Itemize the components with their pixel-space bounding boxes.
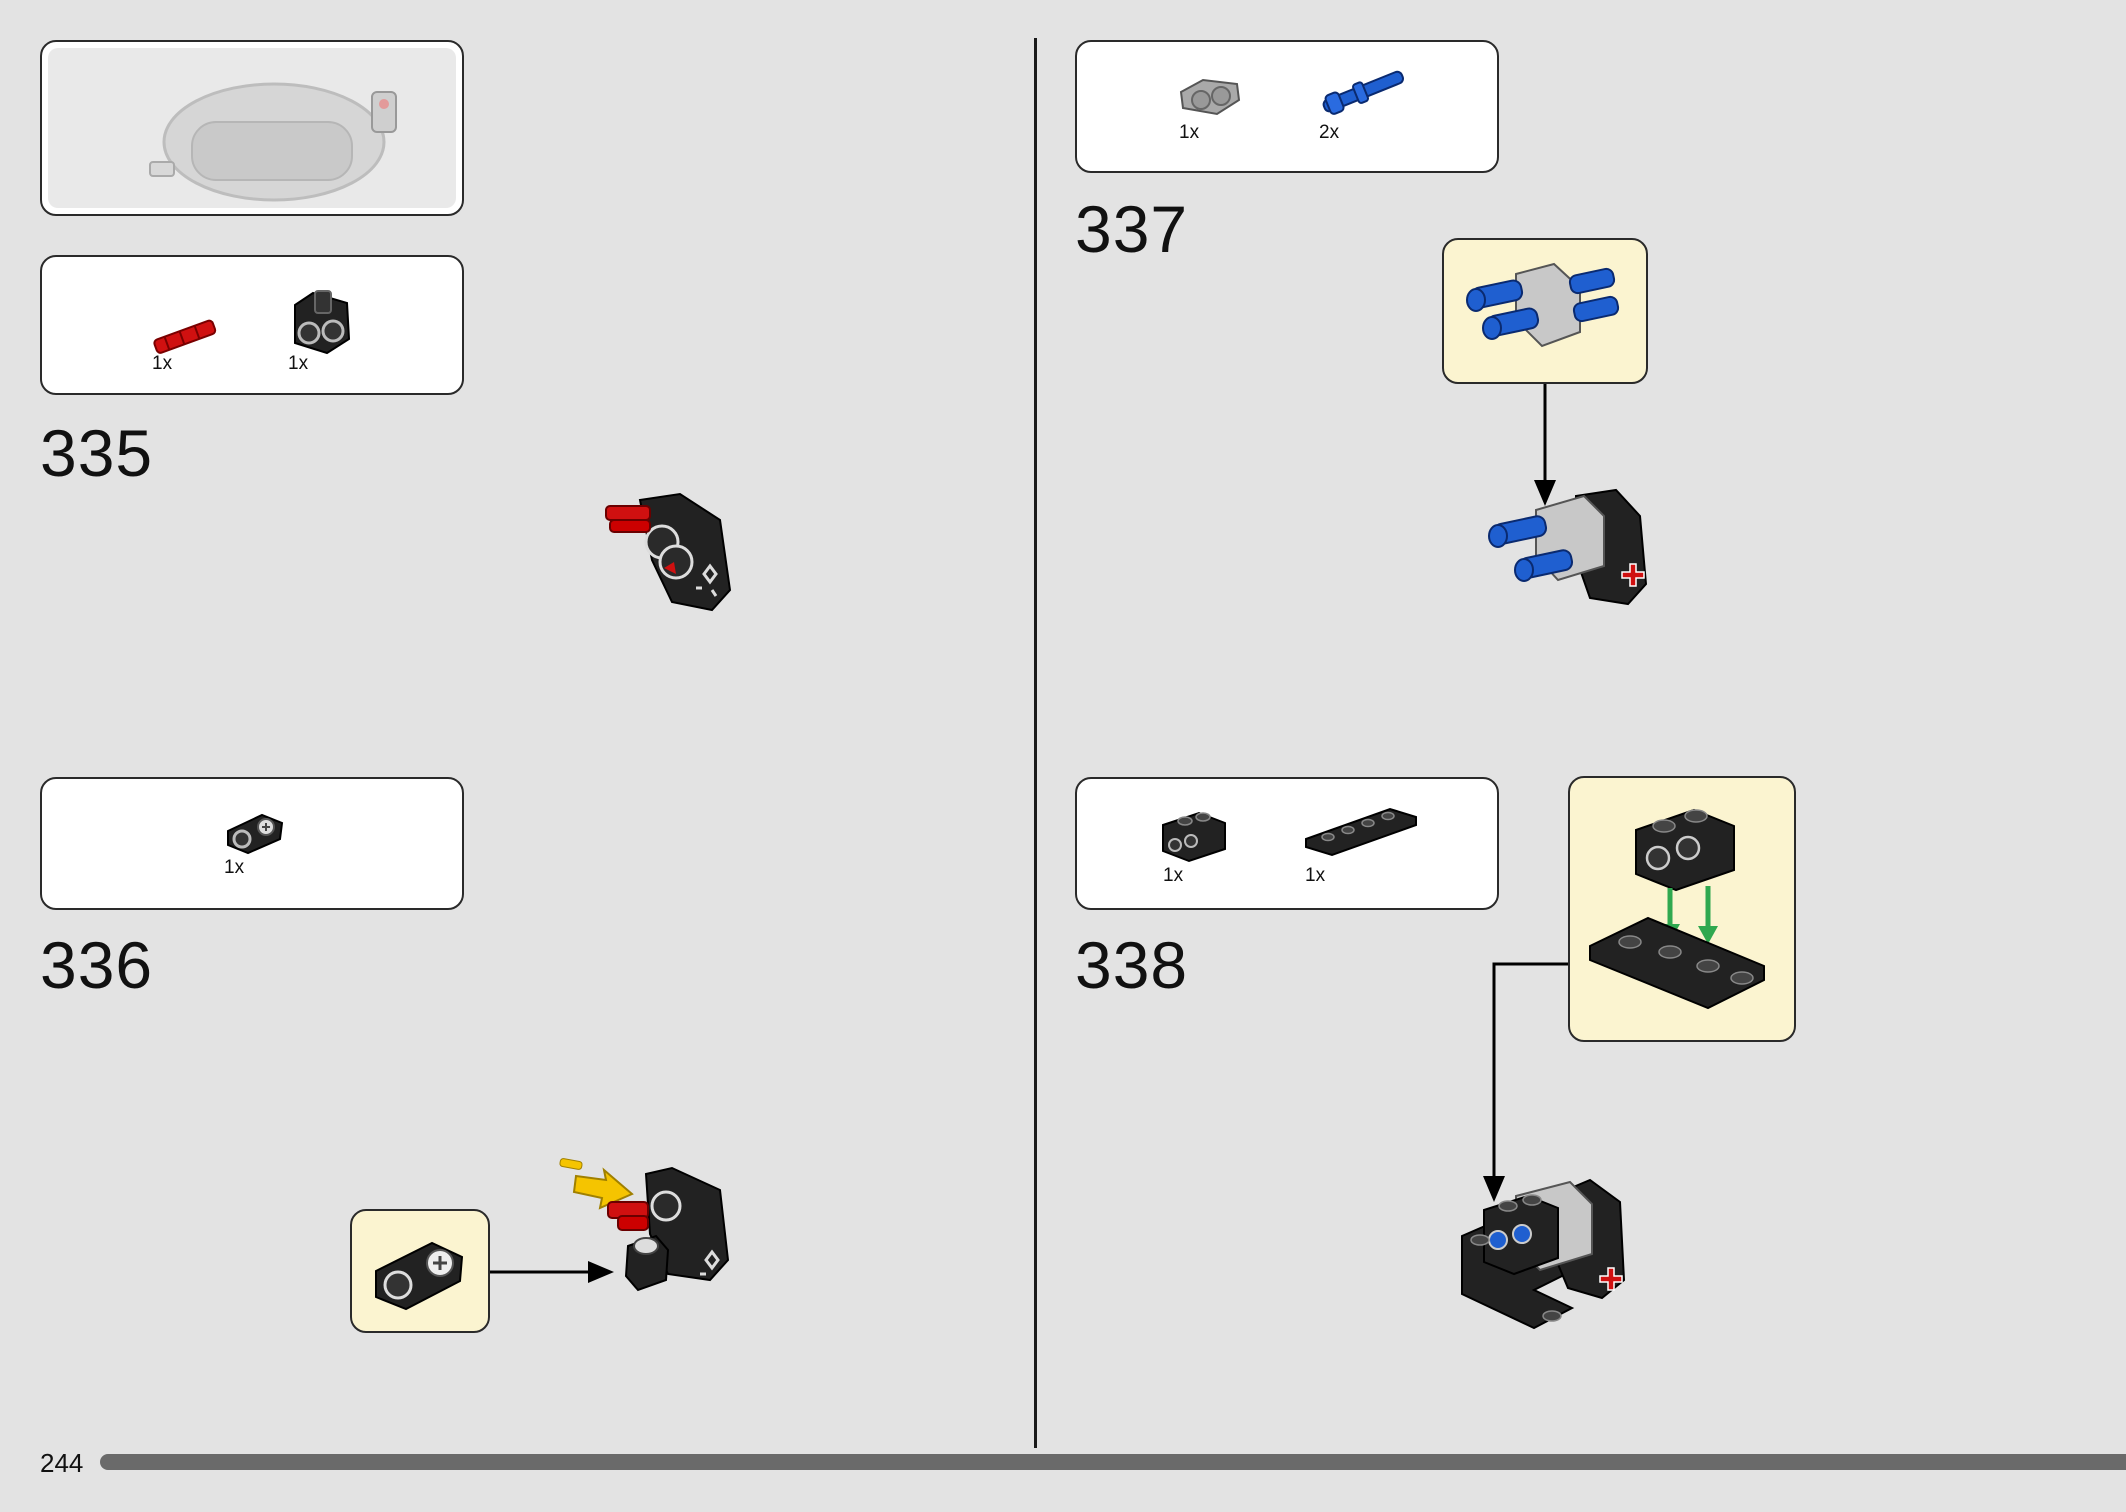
- parts-list-step-338: 1x 1x: [1075, 777, 1499, 910]
- step-number: 337: [1075, 192, 1189, 266]
- parts-list-step-335: 1x 1x: [40, 255, 464, 395]
- step-338-callout: [1568, 776, 1796, 1042]
- step-338-assembly: [1461, 1178, 1626, 1330]
- black-plate-icon: [1305, 807, 1417, 857]
- part-qty: 1x: [152, 353, 173, 374]
- progress-bar: [100, 1454, 2126, 1470]
- yellow-rotate-arrow-icon: [559, 1158, 634, 1210]
- gray-beam-icon: [1179, 78, 1241, 116]
- page-divider: [1034, 38, 1037, 1448]
- part-qty: 1x: [1305, 865, 1326, 886]
- parts-list-step-337: 1x 2x: [1075, 40, 1499, 173]
- step-number: 338: [1075, 928, 1189, 1002]
- step-336-callout: [350, 1209, 490, 1333]
- blue-pin-icon: [1322, 70, 1404, 115]
- part-qty: 1x: [1179, 122, 1200, 143]
- part-qty: 1x: [224, 857, 245, 878]
- green-arrow-icon: [1698, 886, 1718, 944]
- step-338-arrow: [1483, 962, 1568, 1202]
- page-number: 244: [40, 1448, 84, 1478]
- step-336-arrow: [490, 1261, 614, 1283]
- red-axle-icon: [605, 505, 676, 574]
- black-beam-connector-icon: [227, 813, 284, 855]
- step-337-arrow: [1534, 384, 1556, 506]
- part-qty: 1x: [288, 353, 309, 374]
- step-number: 336: [40, 928, 154, 1002]
- blue-pin-beam-subassembly: [1466, 262, 1620, 348]
- black-brick-icon: [1162, 811, 1226, 863]
- parts-list-step-336: 1x: [40, 777, 464, 910]
- part-qty: 1x: [1163, 865, 1184, 886]
- brick-on-plate-subassembly: [1589, 808, 1765, 1010]
- black-beam-connector-icon: [375, 1241, 464, 1311]
- step-number: 335: [40, 416, 154, 490]
- step-337-assembly: [1488, 488, 1648, 606]
- step-336-assembly: [559, 1158, 730, 1292]
- red-axle-icon: [153, 319, 217, 354]
- motor-housing-ghost-icon: [149, 82, 397, 202]
- black-connector-icon: [294, 290, 351, 355]
- step-335-assembly: [605, 492, 732, 612]
- red-axle-icon: [1621, 563, 1645, 587]
- part-qty: 2x: [1319, 122, 1340, 143]
- step-337-callout: [1442, 238, 1648, 384]
- previous-assembly-panel: [40, 40, 464, 216]
